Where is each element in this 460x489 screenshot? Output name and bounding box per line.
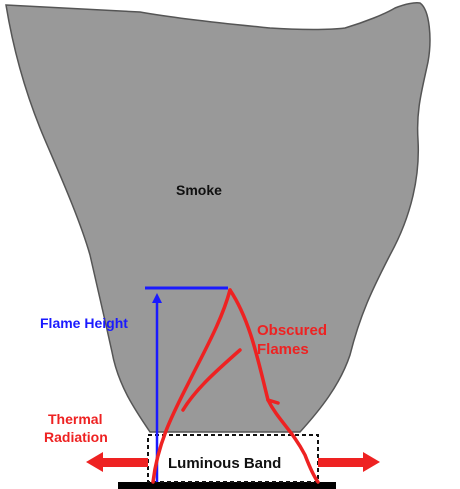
thermal-radiation-arrow-right (318, 452, 380, 472)
thermal-radiation-label-line1: Thermal (48, 411, 102, 427)
thermal-radiation-label-line2: Radiation (44, 429, 108, 445)
obscured-flames-label-line2: Flames (257, 341, 309, 358)
base-platform (118, 482, 336, 489)
thermal-radiation-arrow-left (86, 452, 148, 472)
obscured-flames-label-line1: Obscured (257, 322, 327, 339)
smoke-label: Smoke (176, 182, 222, 198)
flame-height-label: Flame Height (40, 315, 128, 331)
luminous-band-label: Luminous Band (168, 455, 281, 472)
